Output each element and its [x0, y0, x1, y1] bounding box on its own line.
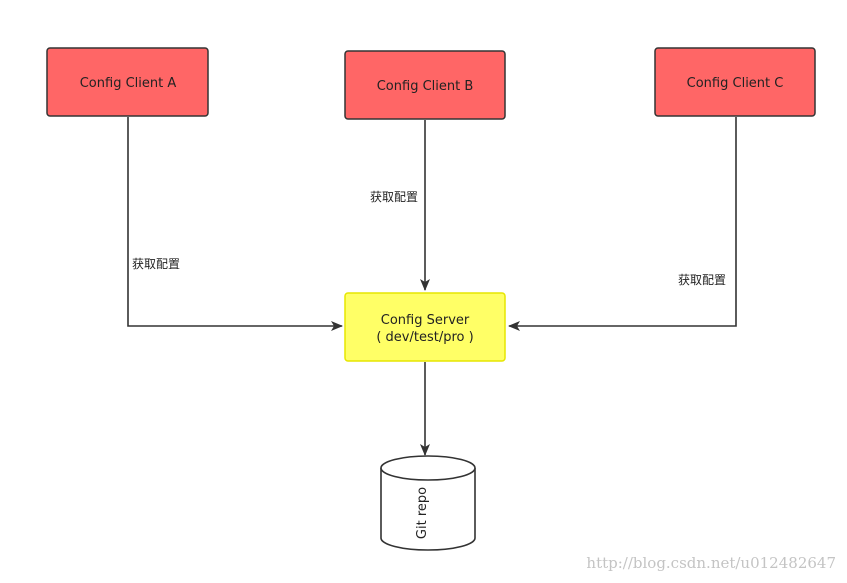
node-config-client-c-box: [654, 47, 816, 117]
node-config-client-a-label: Config Client A: [80, 76, 177, 91]
node-config-server-box: [344, 292, 506, 362]
edge-client-c-to-server: [508, 117, 737, 331]
node-config-server: Config Server ( dev/test/pro ): [344, 292, 506, 362]
node-config-client-a-box: [46, 47, 209, 117]
node-config-client-c-label: Config Client C: [687, 76, 784, 91]
node-config-server-title: Config Server: [381, 313, 470, 328]
edges: [127, 117, 737, 456]
git-repo-cylinder-body: [380, 468, 476, 551]
git-repo-label: Git repo: [415, 487, 430, 539]
node-config-client-b: Config Client B: [344, 50, 506, 120]
edge-label-b: 获取配置: [370, 190, 418, 204]
edge-label-a: 获取配置: [132, 257, 180, 271]
edge-client-a-to-server: [127, 117, 343, 331]
node-config-client-c: Config Client C: [654, 47, 816, 117]
node-config-client-b-box: [344, 50, 506, 120]
node-config-server-subtitle: ( dev/test/pro ): [376, 330, 473, 345]
node-config-client-b-label: Config Client B: [377, 79, 474, 94]
edge-label-c: 获取配置: [678, 273, 726, 287]
git-repo-cylinder-top: [380, 455, 476, 481]
watermark-url: http://blog.csdn.net/u012482647: [586, 554, 836, 572]
node-git-repo: Git repo: [380, 455, 476, 551]
node-config-client-a: Config Client A: [46, 47, 209, 117]
